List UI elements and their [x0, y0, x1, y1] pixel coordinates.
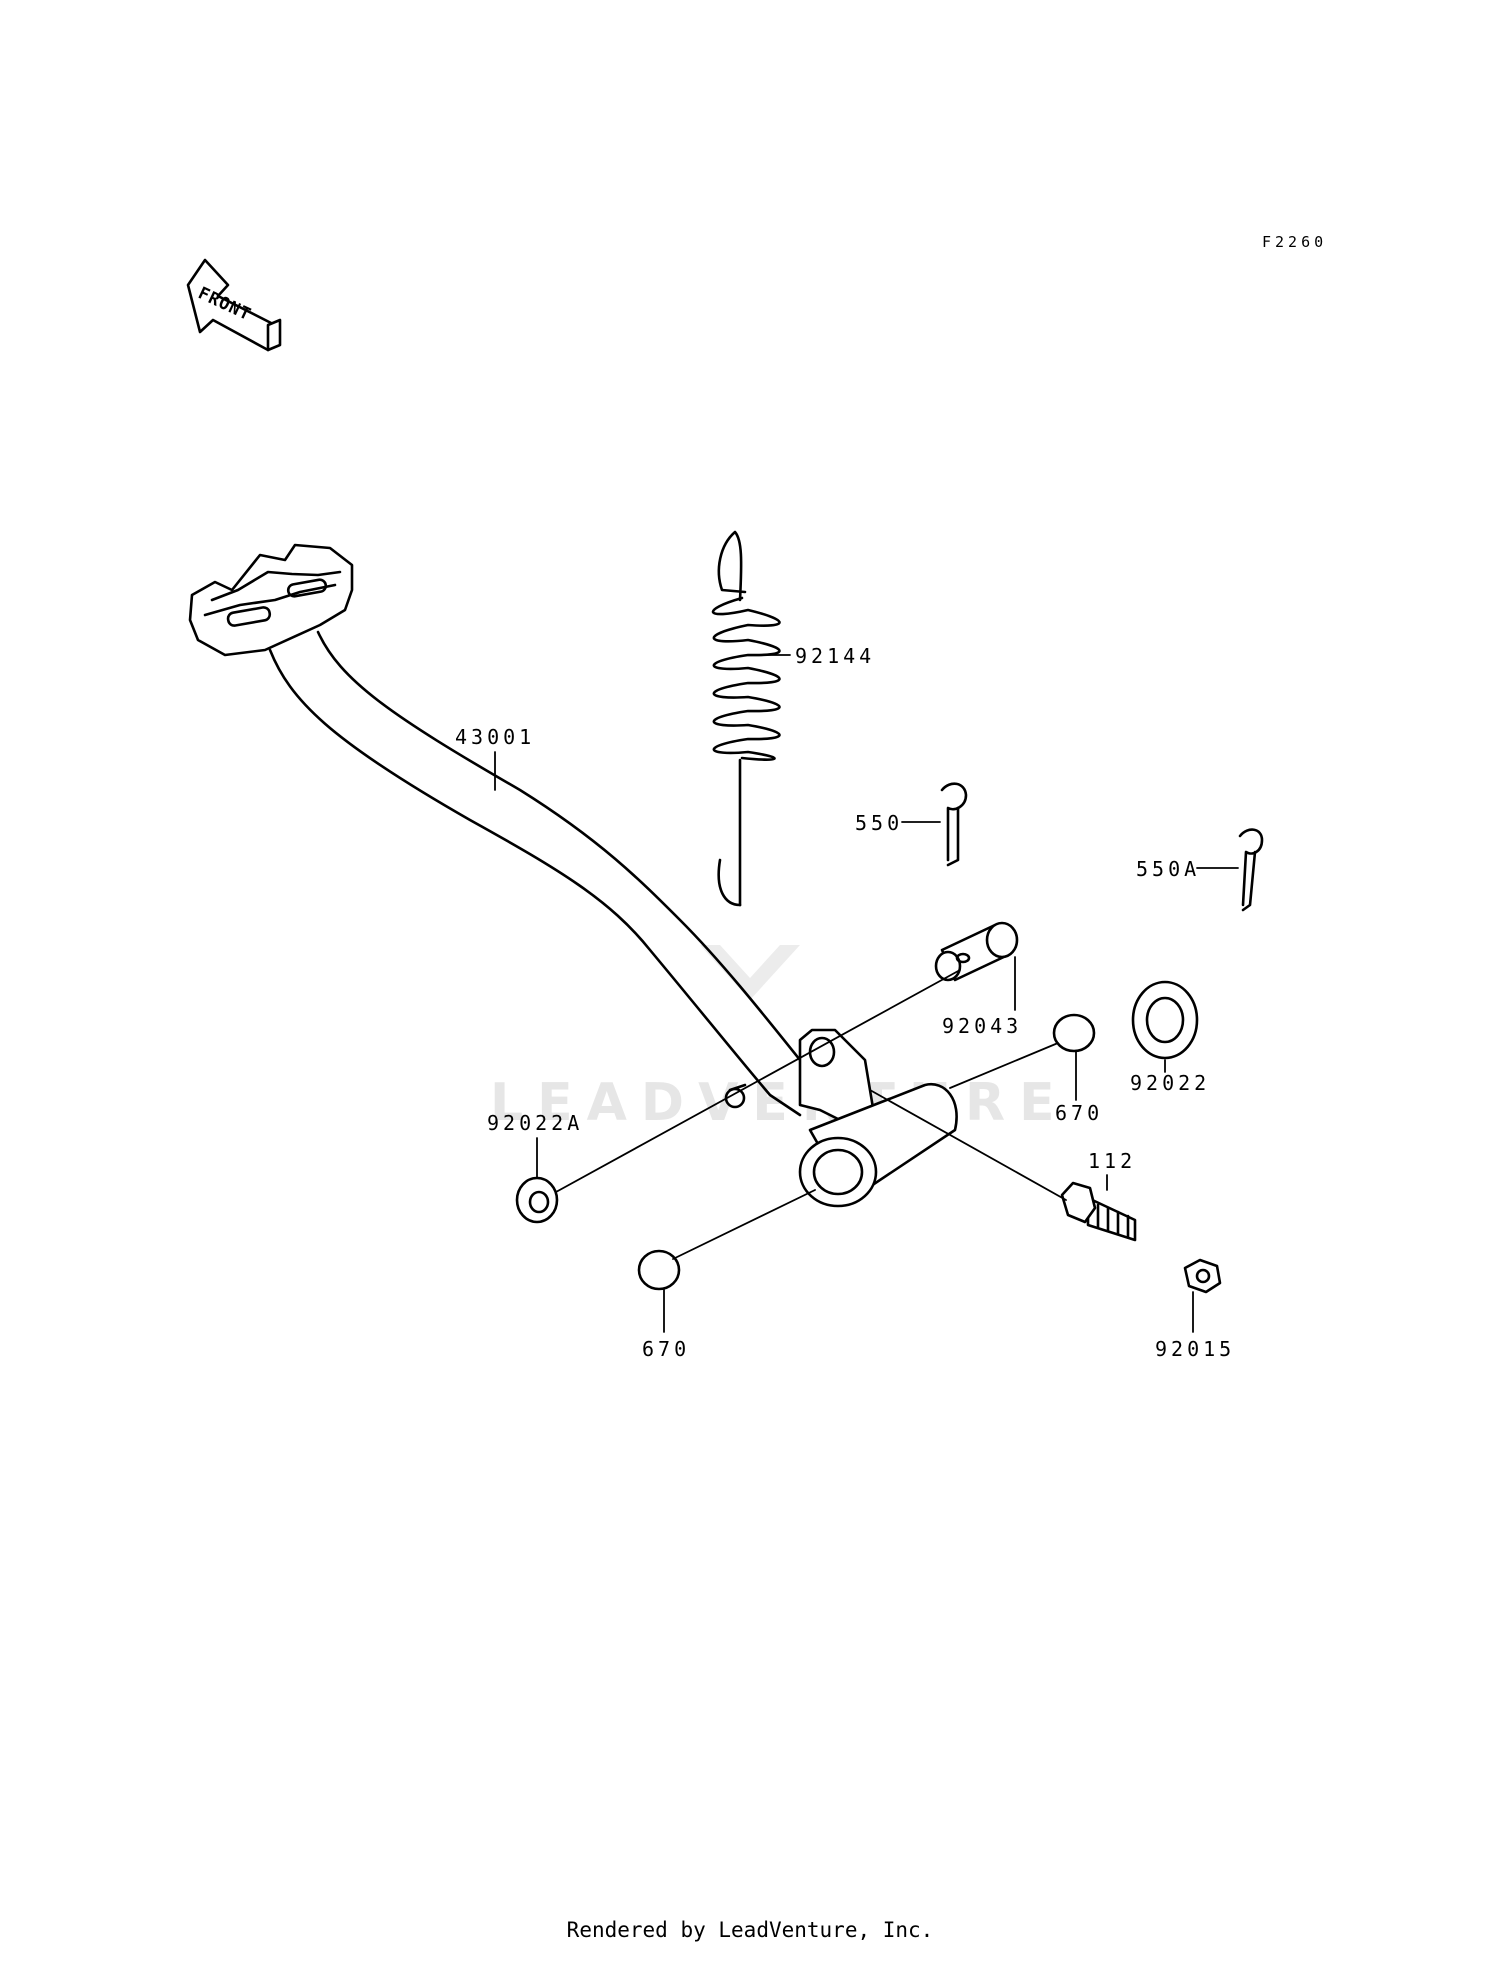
callout-92144: 92144: [795, 644, 875, 668]
washer-92022: [1131, 980, 1199, 1060]
o-ring-670-upper: [1052, 1013, 1096, 1053]
diagram-code: F2260: [1262, 233, 1327, 251]
callout-550A: 550A: [1136, 857, 1200, 881]
callout-112: 112: [1088, 1149, 1136, 1173]
bolt-112: [1060, 1181, 1137, 1242]
callout-labels: 43001 92144 550 550A 92043 92022 670 920…: [455, 644, 1235, 1361]
leader-lines: [494, 654, 1239, 1333]
washer-92022A: [515, 1176, 559, 1224]
clevis-pin-92043: [934, 921, 1019, 982]
callout-550: 550: [855, 811, 903, 835]
cotter-pin-550A: [1238, 828, 1264, 912]
return-spring: [711, 530, 781, 907]
callout-92022A: 92022A: [487, 1111, 583, 1135]
brake-pedal: [188, 543, 958, 1208]
assembly-lines: [555, 969, 1067, 1260]
cotter-pin-550: [940, 782, 968, 867]
o-ring-670-lower: [637, 1249, 681, 1291]
callout-92022: 92022: [1130, 1071, 1210, 1095]
watermark: LEADVENTURE: [490, 945, 1055, 1133]
nut-92015: [1183, 1258, 1222, 1294]
callout-670-lower: 670: [642, 1337, 690, 1361]
callout-43001: 43001: [455, 725, 535, 749]
callout-92043: 92043: [942, 1014, 1022, 1038]
footer-credit: Rendered by LeadVenture, Inc.: [566, 1918, 934, 1942]
callout-670-upper: 670: [1055, 1101, 1103, 1125]
callout-92015: 92015: [1155, 1337, 1235, 1361]
front-arrow-icon: FRONT: [186, 258, 282, 352]
